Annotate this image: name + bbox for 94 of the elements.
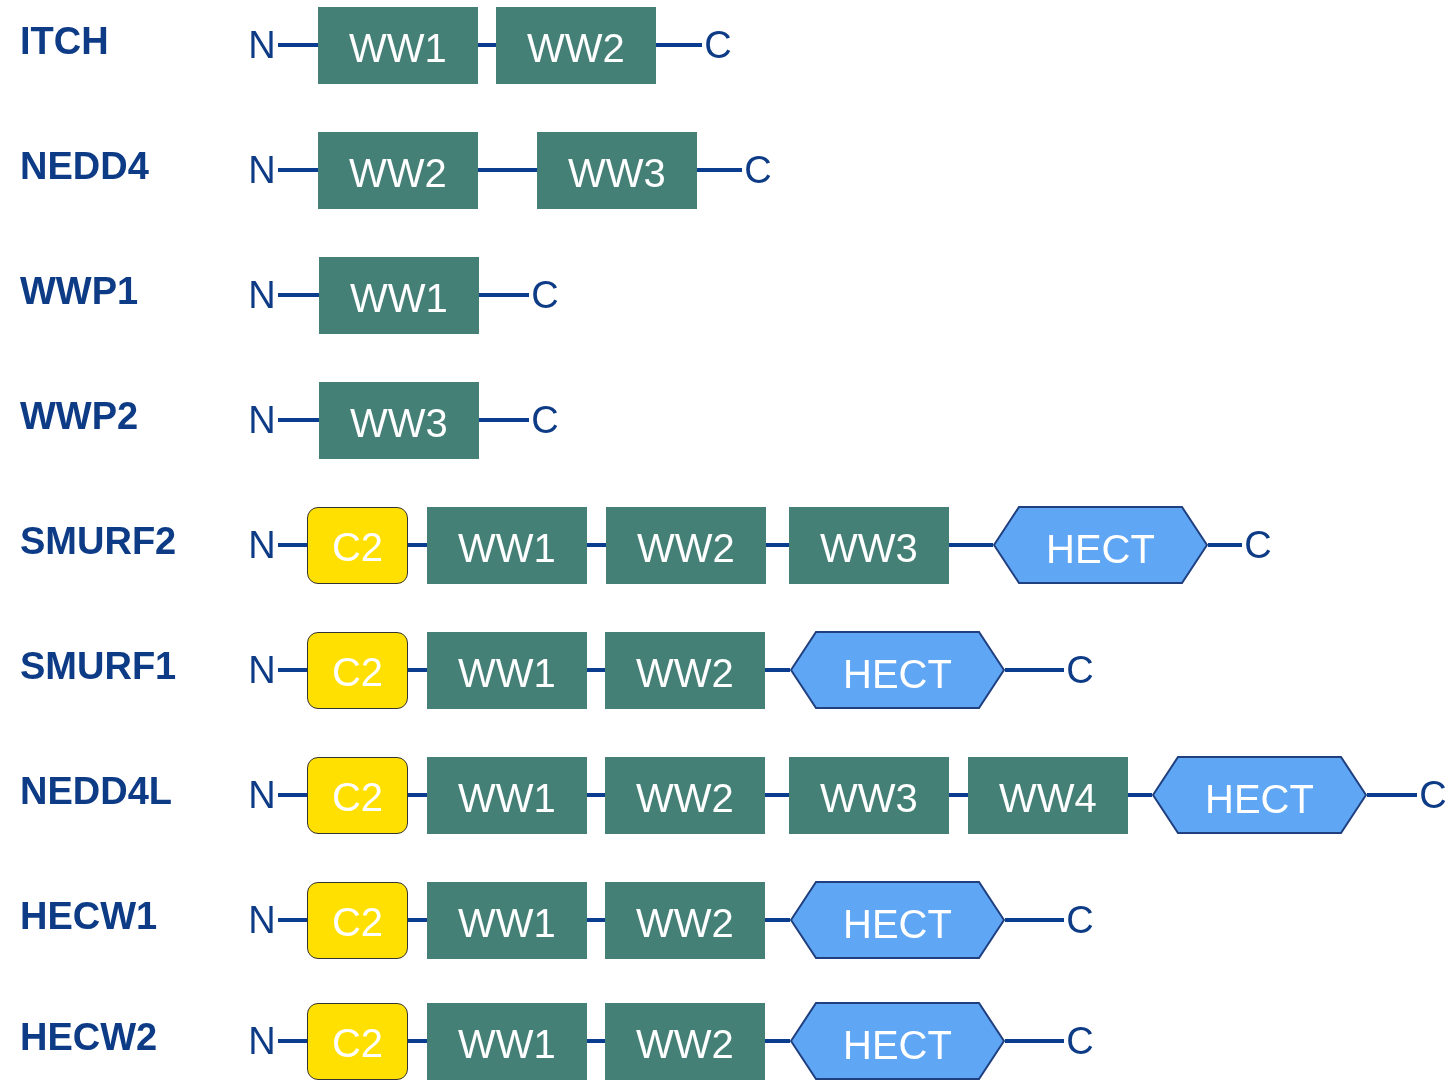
protein-name: NEDD4 bbox=[20, 145, 149, 188]
connector-line bbox=[278, 168, 318, 172]
ww-domain-box: WW3 bbox=[789, 506, 949, 584]
terminus-label: N bbox=[246, 22, 278, 68]
connector-line bbox=[278, 793, 307, 797]
ww-domain-box: WW1 bbox=[427, 1002, 587, 1080]
terminus-label: N bbox=[246, 1018, 278, 1064]
ww-domain-box: WW2 bbox=[605, 1002, 765, 1080]
c2-domain-box: C2 bbox=[307, 1002, 408, 1080]
connector-line bbox=[766, 543, 789, 547]
connector-line bbox=[408, 543, 427, 547]
terminus-label: N bbox=[246, 647, 278, 693]
c2-domain-box: C2 bbox=[307, 631, 408, 709]
ww-domain-box: WW1 bbox=[427, 631, 587, 709]
terminus-label: C bbox=[1064, 897, 1096, 943]
ww-domain-box: WW2 bbox=[605, 756, 765, 834]
ww-domain-box: WW1 bbox=[427, 881, 587, 959]
connector-line bbox=[408, 918, 427, 922]
connector-line bbox=[1367, 793, 1417, 797]
terminus-label: C bbox=[529, 397, 561, 443]
hect-domain-hexagon: HECT bbox=[1152, 756, 1367, 834]
connector-line bbox=[697, 168, 742, 172]
terminus-label: C bbox=[1242, 522, 1274, 568]
ww-domain-box: WW2 bbox=[496, 6, 656, 84]
connector-line bbox=[949, 543, 993, 547]
connector-line bbox=[765, 793, 789, 797]
connector-line bbox=[1208, 543, 1242, 547]
protein-name: WWP2 bbox=[20, 395, 139, 438]
connector-line bbox=[1128, 793, 1152, 797]
hect-domain-hexagon: HECT bbox=[790, 881, 1005, 959]
connector-line bbox=[1005, 1039, 1064, 1043]
ww-domain-box: WW2 bbox=[605, 881, 765, 959]
connector-line bbox=[1005, 668, 1064, 672]
connector-line bbox=[587, 793, 605, 797]
connector-line bbox=[408, 793, 427, 797]
ww-domain-box: WW1 bbox=[427, 506, 587, 584]
hect-domain-hexagon: HECT bbox=[790, 631, 1005, 709]
terminus-label: N bbox=[246, 397, 278, 443]
connector-line bbox=[1005, 918, 1064, 922]
terminus-label: N bbox=[246, 897, 278, 943]
connector-line bbox=[765, 918, 790, 922]
ww-domain-box: WW1 bbox=[318, 6, 478, 84]
connector-line bbox=[408, 1039, 427, 1043]
connector-line bbox=[278, 293, 319, 297]
connector-line bbox=[949, 793, 968, 797]
terminus-label: C bbox=[1064, 647, 1096, 693]
connector-line bbox=[479, 293, 529, 297]
connector-line bbox=[278, 543, 307, 547]
protein-name: SMURF2 bbox=[20, 520, 177, 563]
protein-name: ITCH bbox=[20, 20, 109, 63]
ww-domain-box: WW2 bbox=[606, 506, 766, 584]
ww-domain-box: WW3 bbox=[319, 381, 479, 459]
c2-domain-box: C2 bbox=[307, 881, 408, 959]
terminus-label: C bbox=[702, 22, 734, 68]
terminus-label: C bbox=[1417, 772, 1449, 818]
terminus-label: N bbox=[246, 772, 278, 818]
c2-domain-box: C2 bbox=[307, 506, 408, 584]
connector-line bbox=[587, 668, 605, 672]
ww-domain-box: WW1 bbox=[427, 756, 587, 834]
terminus-label: C bbox=[529, 272, 561, 318]
protein-name: NEDD4L bbox=[20, 770, 173, 813]
connector-line bbox=[278, 418, 319, 422]
hect-domain-hexagon: HECT bbox=[790, 1002, 1005, 1080]
ww-domain-box: WW1 bbox=[319, 256, 479, 334]
connector-line bbox=[278, 43, 318, 47]
ww-domain-box: WW2 bbox=[318, 131, 478, 209]
ww-domain-box: WW4 bbox=[968, 756, 1128, 834]
terminus-label: N bbox=[246, 272, 278, 318]
connector-line bbox=[478, 43, 496, 47]
ww-domain-box: WW2 bbox=[605, 631, 765, 709]
terminus-label: C bbox=[742, 147, 774, 193]
connector-line bbox=[587, 543, 606, 547]
connector-line bbox=[408, 668, 427, 672]
connector-line bbox=[278, 1039, 307, 1043]
ww-domain-box: WW3 bbox=[789, 756, 949, 834]
connector-line bbox=[765, 1039, 790, 1043]
protein-name: HECW2 bbox=[20, 1016, 158, 1059]
connector-line bbox=[479, 418, 529, 422]
connector-line bbox=[278, 668, 307, 672]
connector-line bbox=[587, 918, 605, 922]
connector-line bbox=[656, 43, 702, 47]
connector-line bbox=[587, 1039, 605, 1043]
protein-name: WWP1 bbox=[20, 270, 139, 313]
protein-name: HECW1 bbox=[20, 895, 158, 938]
hect-domain-hexagon: HECT bbox=[993, 506, 1208, 584]
connector-line bbox=[765, 668, 790, 672]
connector-line bbox=[478, 168, 537, 172]
c2-domain-box: C2 bbox=[307, 756, 408, 834]
connector-line bbox=[278, 918, 307, 922]
terminus-label: C bbox=[1064, 1018, 1096, 1064]
terminus-label: N bbox=[246, 147, 278, 193]
terminus-label: N bbox=[246, 522, 278, 568]
protein-name: SMURF1 bbox=[20, 645, 177, 688]
ww-domain-box: WW3 bbox=[537, 131, 697, 209]
